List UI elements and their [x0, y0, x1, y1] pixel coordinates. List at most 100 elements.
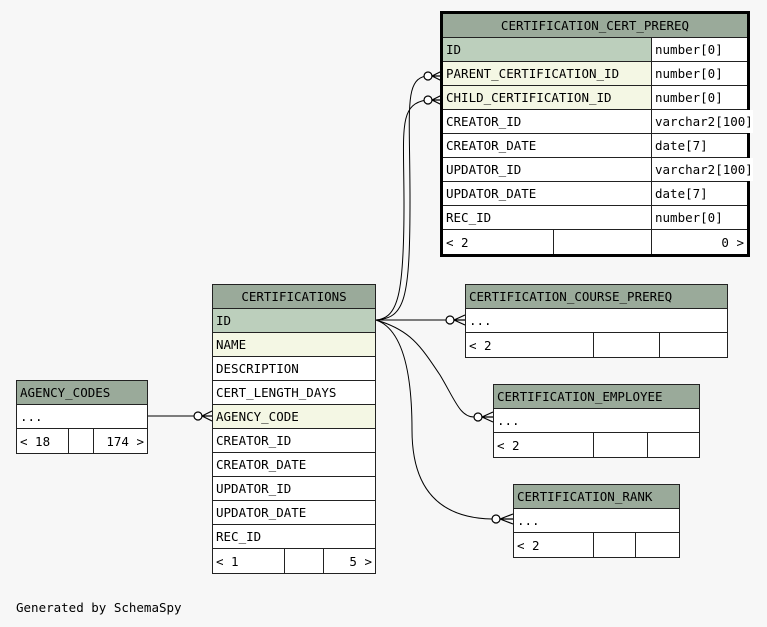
- child-count[interactable]: 5 >: [349, 553, 372, 569]
- link-rank: [375, 319, 493, 520]
- column-row[interactable]: REC_ID: [213, 525, 375, 549]
- child-count[interactable]: 174 >: [106, 433, 144, 449]
- collapsed-columns[interactable]: ...: [514, 509, 679, 533]
- ellipsis-text: ...: [517, 513, 540, 528]
- parent-count[interactable]: < 2: [494, 433, 594, 457]
- column-row[interactable]: PARENT_CERTIFICATION_ID number[0]: [443, 62, 747, 86]
- footer-spacer: [554, 230, 652, 254]
- column-row[interactable]: AGENCY_CODE: [213, 405, 375, 429]
- parent-count[interactable]: < 18: [17, 429, 69, 453]
- column-type: date[7]: [651, 182, 747, 205]
- optional-marker: [473, 412, 483, 422]
- link-child-certification: [375, 99, 427, 321]
- column-row[interactable]: UPDATOR_ID varchar2[100]: [443, 158, 753, 182]
- ellipsis-text: ...: [20, 409, 43, 424]
- link-parent-certification: [375, 75, 427, 321]
- column-row[interactable]: UPDATOR_DATE date[7]: [443, 182, 747, 206]
- crowfoot-marker: [499, 513, 514, 525]
- child-count[interactable]: [648, 433, 699, 457]
- footer-spacer: [69, 429, 94, 453]
- column-name: UPDATOR_ID: [446, 162, 522, 177]
- table-header[interactable]: CERTIFICATION_COURSE_PREREQ: [466, 285, 727, 309]
- collapsed-columns[interactable]: ...: [494, 409, 699, 433]
- footer-spacer: [594, 433, 648, 457]
- column-type: varchar2[100]: [651, 158, 753, 181]
- column-name: CERT_LENGTH_DAYS: [216, 385, 337, 400]
- parent-count[interactable]: < 2: [443, 230, 554, 254]
- column-name: UPDATOR_ID: [216, 481, 292, 496]
- column-row[interactable]: CREATOR_ID: [213, 429, 375, 453]
- collapsed-columns[interactable]: ...: [466, 309, 727, 333]
- table-certifications[interactable]: CERTIFICATIONS ID NAME DESCRIPTION CERT_…: [212, 284, 376, 574]
- table-title: CERTIFICATIONS: [241, 289, 347, 304]
- optional-marker: [193, 411, 203, 421]
- parent-count[interactable]: < 2: [514, 533, 594, 557]
- table-footer: < 2: [514, 533, 679, 557]
- crowfoot-marker: [481, 411, 494, 423]
- table-title: CERTIFICATION_RANK: [517, 489, 653, 504]
- column-row[interactable]: ID: [213, 309, 375, 333]
- optional-marker: [423, 71, 433, 81]
- collapsed-columns[interactable]: ...: [17, 405, 147, 429]
- column-row[interactable]: NAME: [213, 333, 375, 357]
- table-certification-cert-prereq[interactable]: CERTIFICATION_CERT_PREREQ ID number[0] P…: [440, 11, 753, 257]
- column-name: CREATOR_ID: [446, 114, 522, 129]
- table-certification-rank[interactable]: CERTIFICATION_RANK ... < 2: [513, 484, 680, 558]
- generated-by-label: Generated by SchemaSpy: [16, 600, 182, 615]
- column-row[interactable]: ID number[0]: [443, 38, 747, 62]
- optional-marker: [445, 315, 455, 325]
- column-name: UPDATOR_DATE: [446, 186, 537, 201]
- table-title: CERTIFICATION_EMPLOYEE: [497, 389, 663, 404]
- column-name: REC_ID: [446, 210, 492, 225]
- column-name: UPDATOR_DATE: [216, 505, 307, 520]
- link-employee: [375, 319, 475, 418]
- column-name: CHILD_CERTIFICATION_ID: [446, 90, 612, 105]
- table-footer: < 2: [466, 333, 727, 357]
- column-row[interactable]: CREATOR_DATE date[7]: [443, 134, 747, 158]
- footer-spacer: [594, 533, 636, 557]
- column-name: CREATOR_DATE: [446, 138, 537, 153]
- child-count[interactable]: [660, 333, 727, 357]
- footer-spacer: [594, 333, 660, 357]
- child-count[interactable]: [636, 533, 679, 557]
- column-row[interactable]: UPDATOR_ID: [213, 477, 375, 501]
- column-name: NAME: [216, 337, 247, 352]
- parent-count[interactable]: < 2: [466, 333, 594, 357]
- column-row[interactable]: DESCRIPTION: [213, 357, 375, 381]
- column-type: number[0]: [651, 62, 747, 85]
- column-name: PARENT_CERTIFICATION_ID: [446, 66, 620, 81]
- column-type: varchar2[100]: [651, 110, 753, 133]
- column-name: DESCRIPTION: [216, 361, 299, 376]
- table-certification-course-prereq[interactable]: CERTIFICATION_COURSE_PREREQ ... < 2: [465, 284, 728, 358]
- column-type: number[0]: [651, 38, 747, 61]
- column-name: ID: [446, 42, 462, 57]
- column-row[interactable]: UPDATOR_DATE: [213, 501, 375, 525]
- column-row[interactable]: CREATOR_ID varchar2[100]: [443, 110, 753, 134]
- column-row[interactable]: CERT_LENGTH_DAYS: [213, 381, 375, 405]
- ellipsis-text: ...: [469, 313, 492, 328]
- parent-count[interactable]: < 1: [213, 549, 285, 573]
- crowfoot-marker: [201, 410, 213, 422]
- column-name: AGENCY_CODE: [216, 409, 299, 424]
- table-agency-codes[interactable]: AGENCY_CODES ... < 18 174 >: [16, 380, 148, 454]
- column-row[interactable]: CHILD_CERTIFICATION_ID number[0]: [443, 86, 747, 110]
- table-title: CERTIFICATION_COURSE_PREREQ: [469, 289, 673, 304]
- footer-spacer: [285, 549, 324, 573]
- column-type: number[0]: [651, 206, 747, 229]
- table-header[interactable]: CERTIFICATION_RANK: [514, 485, 679, 509]
- table-header[interactable]: CERTIFICATION_CERT_PREREQ: [443, 14, 747, 38]
- child-count[interactable]: 0 >: [721, 234, 744, 250]
- crowfoot-marker: [453, 314, 466, 326]
- table-title: AGENCY_CODES: [20, 385, 111, 400]
- column-name: ID: [216, 313, 232, 328]
- table-title: CERTIFICATION_CERT_PREREQ: [500, 18, 690, 33]
- table-header[interactable]: AGENCY_CODES: [17, 381, 147, 405]
- table-header[interactable]: CERTIFICATION_EMPLOYEE: [494, 385, 699, 409]
- table-header[interactable]: CERTIFICATIONS: [213, 285, 375, 309]
- column-type: date[7]: [651, 134, 747, 157]
- table-certification-employee[interactable]: CERTIFICATION_EMPLOYEE ... < 2: [493, 384, 700, 458]
- column-row[interactable]: CREATOR_DATE: [213, 453, 375, 477]
- column-row[interactable]: REC_ID number[0]: [443, 206, 747, 230]
- table-footer: < 2 0 >: [443, 230, 747, 254]
